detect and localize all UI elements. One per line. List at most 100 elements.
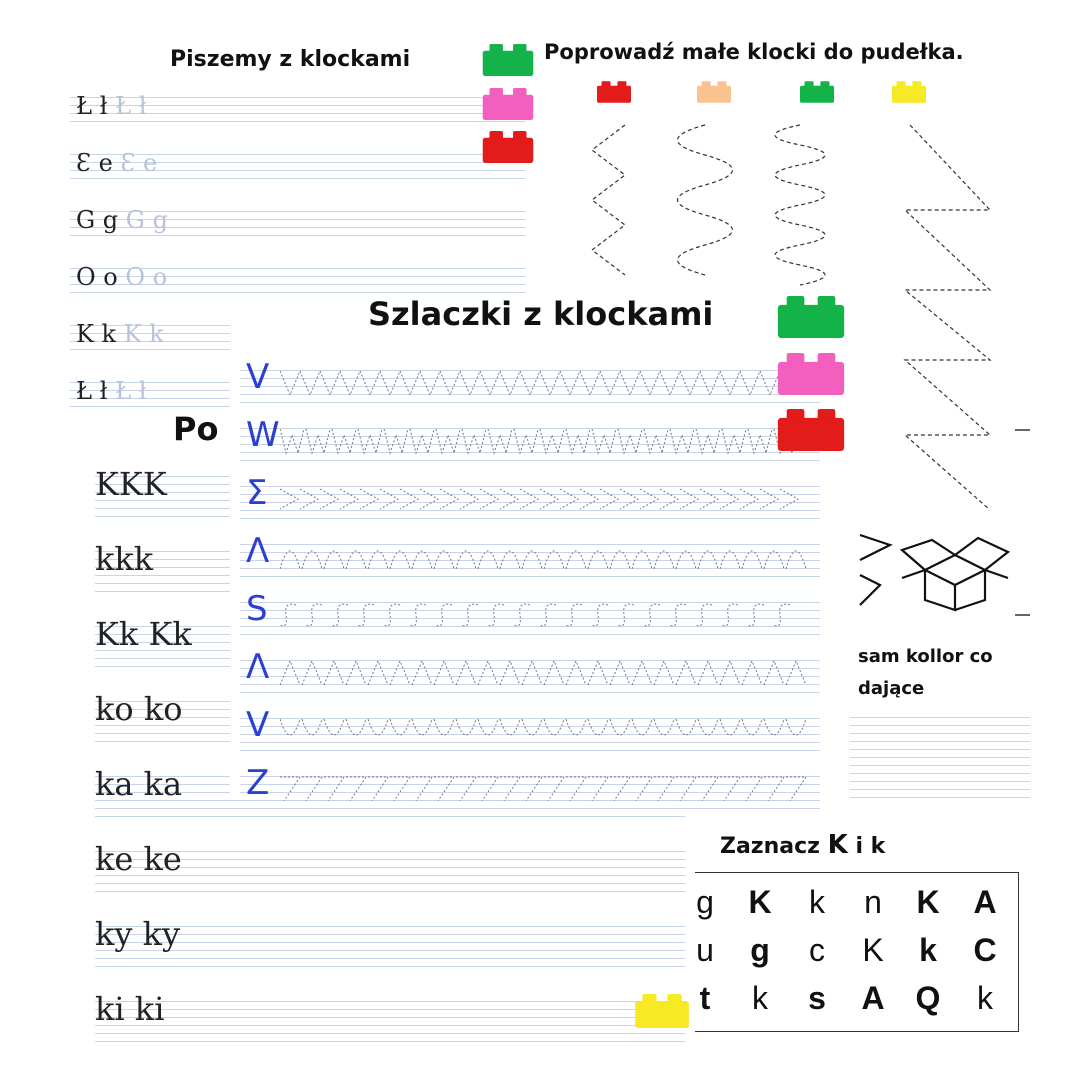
k-row-lines (95, 919, 685, 967)
lego-brick-icon (773, 409, 849, 451)
letter-pair-trace: O o (125, 263, 168, 291)
letter-pair: Ł ł (76, 377, 116, 405)
path-wave-peach (676, 124, 734, 276)
sheet-color-line1: sam kollor co (858, 646, 993, 667)
pattern-row-lines (240, 421, 820, 461)
pattern-row-lines (240, 595, 820, 635)
pattern-row-lines (240, 769, 820, 809)
letter-row-lines (70, 90, 525, 124)
sheet-letters-title: Piszemy z klockami (170, 47, 411, 72)
pattern-guide: S (246, 589, 268, 629)
lego-brick-icon (480, 131, 536, 163)
bracket (1015, 429, 1030, 616)
grid-letter[interactable]: g (750, 932, 770, 968)
k-row-lines (95, 994, 685, 1042)
lego-brick-icon (773, 296, 849, 338)
mark-title-big: K (827, 830, 848, 860)
letter-pair-trace: G g (125, 206, 168, 234)
pattern-row-lines (240, 537, 820, 577)
sheet-szlaczki-title: Szlaczki z klockami (368, 295, 714, 333)
grid-letter[interactable]: C (973, 932, 997, 968)
pattern-row-lines (240, 479, 820, 519)
letter-row: G g G g (76, 206, 168, 234)
grid-letter[interactable]: t (699, 980, 711, 1016)
pattern-trace (280, 428, 799, 455)
pattern-trace (280, 488, 800, 510)
grid-letter[interactable]: s (808, 980, 826, 1016)
letter-row: Ł ł Ł ł (76, 377, 147, 405)
grid-letter[interactable]: n (864, 884, 882, 920)
pattern-guide: Λ (246, 531, 270, 571)
letter-pair: O o (76, 263, 126, 291)
k-row-lines (95, 844, 685, 892)
mark-title-suffix: i k (847, 834, 886, 859)
k-row-text: ko ko (95, 690, 183, 728)
lego-brick-icon (632, 994, 692, 1028)
grid-letter[interactable]: K (862, 932, 884, 968)
pattern-trace (280, 718, 807, 736)
pattern-trace (280, 776, 807, 802)
letter-row: K k K k (76, 320, 164, 348)
letter-pair: Ɛ e (76, 149, 121, 177)
k-row-text: ka ka (95, 765, 183, 803)
letter-row-lines (70, 204, 525, 238)
grid-letter[interactable]: A (861, 980, 885, 1016)
pattern-guide: Z (246, 763, 270, 803)
k-row-text: ki ki (95, 990, 165, 1028)
grid-letter[interactable]: k (752, 980, 768, 1016)
lego-brick-icon (773, 353, 849, 395)
grid-letter[interactable]: c (809, 932, 825, 968)
lego-brick-icon (480, 88, 536, 120)
path-zigzag (591, 124, 626, 276)
letter-row: O o O o (76, 263, 167, 291)
grid-letter[interactable]: K (916, 884, 940, 920)
small-brick-icon (597, 80, 631, 104)
mark-title-prefix: Zaznacz (720, 834, 828, 859)
grid-letter[interactable]: u (696, 932, 714, 968)
k-row-text: Kk Kk (95, 615, 192, 653)
letter-row-lines (70, 147, 525, 181)
pattern-row-lines (240, 653, 820, 693)
pattern-trace (280, 659, 807, 686)
letter-row: Ł ł Ł ł (76, 92, 147, 120)
sheet-paths-title: Poprowadź małe klocki do pudełka. (544, 40, 964, 64)
lego-brick-icon (480, 44, 536, 76)
small-brick-icon (800, 80, 834, 104)
pattern-trace (280, 603, 791, 627)
small-brick-icon (892, 80, 926, 104)
box-icon-partial (859, 533, 893, 606)
k-row-text: ke ke (95, 840, 182, 878)
k-row-text: ky ky (95, 915, 181, 953)
path-wave-green (774, 124, 826, 286)
grid-letter[interactable]: Q (915, 980, 941, 1016)
letter-row: Ɛ e Ɛ e (76, 149, 157, 177)
letter-pair-trace: Ɛ e (120, 149, 158, 177)
grid-letter[interactable]: k (809, 884, 825, 920)
pattern-guide: V (246, 357, 270, 397)
small-brick-icon (697, 80, 731, 104)
grid-letter[interactable]: g (696, 884, 714, 920)
sheet-color: sam kollor co dające (850, 640, 1030, 820)
grid-letter[interactable]: K (748, 884, 772, 920)
path-zigzag-long (903, 124, 992, 511)
pattern-row-lines (240, 711, 820, 751)
pattern-guide: Λ (246, 647, 270, 687)
letter-pair-trace: Ł ł (115, 377, 147, 405)
pattern-trace (280, 550, 807, 570)
letter-pair: G g (76, 206, 126, 234)
grid-letter[interactable]: k (919, 932, 937, 968)
dashed-paths (591, 124, 1030, 616)
pattern-guide: V (246, 705, 270, 745)
k-row-text: kkk (95, 540, 154, 578)
sheet-k-title: Po (173, 410, 219, 448)
grid-letter[interactable]: A (973, 884, 997, 920)
sheet-color-line2: dające (858, 678, 925, 699)
pattern-guide: W (246, 415, 280, 455)
letter-pair-trace: Ł ł (115, 92, 147, 120)
sheet-mark-title: Zaznacz K i k (720, 830, 885, 860)
pattern-trace (280, 370, 801, 397)
letter-row-lines (70, 261, 525, 295)
grid-letter[interactable]: k (977, 980, 993, 1016)
